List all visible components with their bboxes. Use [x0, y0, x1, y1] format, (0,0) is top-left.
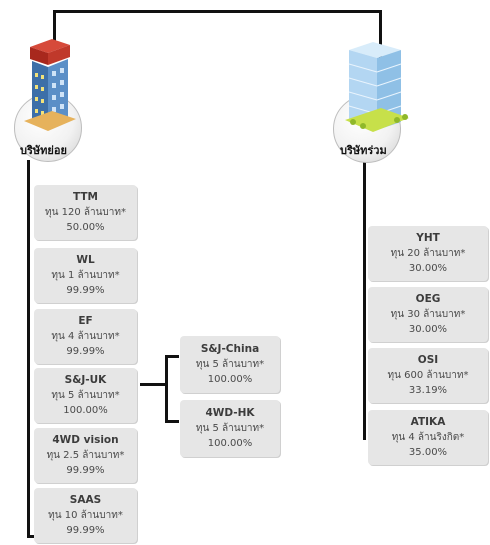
- top-connector: [53, 10, 382, 13]
- company-capital: ทุน 120 ล้านบาท*: [44, 207, 126, 218]
- subsidiary-trunk: [27, 160, 30, 538]
- company-share: 30.00%: [408, 324, 448, 335]
- office-building-icon: [24, 39, 76, 131]
- company-name: TTM: [72, 191, 98, 203]
- company-name: WL: [76, 254, 95, 266]
- associate-box-oeg: OEG ทุน 30 ล้านบาท* 30.00%: [368, 287, 488, 342]
- subsidiary-box-4wd-vision: 4WD vision ทุน 2.5 ล้านบาท* 99.99%: [34, 428, 137, 483]
- company-share: 99.99%: [66, 465, 105, 476]
- company-share: 99.99%: [66, 525, 105, 536]
- subsidiary-box-saas: SAAS ทุน 10 ล้านบาท* 99.99%: [34, 488, 137, 543]
- company-name: 4WD-HK: [205, 407, 255, 419]
- associate-label: บริษัทร่วม: [340, 144, 387, 157]
- company-capital: ทุน 5 ล้านบาท*: [195, 359, 265, 370]
- company-name: YHT: [416, 232, 440, 244]
- company-share: 35.00%: [408, 447, 448, 458]
- company-name: SAAS: [69, 494, 102, 506]
- company-name: EF: [78, 315, 93, 327]
- company-name: S&J-China: [200, 343, 260, 355]
- company-capital: ทุน 1 ล้านบาท*: [51, 270, 120, 281]
- associate-trunk: [363, 160, 366, 440]
- subsidiary-box-sj-china: S&J-China ทุน 5 ล้านบาท* 100.00%: [180, 336, 280, 393]
- company-name: OEG: [415, 293, 441, 305]
- subsidiary-box-4wd-hk: 4WD-HK ทุน 5 ล้านบาท* 100.00%: [180, 400, 280, 457]
- company-share: 50.00%: [66, 222, 105, 233]
- company-capital: ทุน 30 ล้านบาท*: [390, 309, 466, 320]
- company-name: ATIKA: [410, 416, 446, 428]
- subsidiary-box-ttm: TTM ทุน 120 ล้านบาท* 50.00%: [34, 185, 137, 240]
- sj-uk-branch: [140, 383, 168, 386]
- associate-box-osi: OSI ทุน 600 ล้านบาท* 33.19%: [368, 348, 488, 403]
- associate-box-atika: ATIKA ทุน 4 ล้านริงกิต* 35.00%: [368, 410, 488, 465]
- company-share: 30.00%: [408, 263, 448, 274]
- company-capital: ทุน 600 ล้านบาท*: [387, 370, 469, 381]
- sub-branch-vertical: [165, 355, 168, 423]
- company-capital: ทุน 5 ล้านบาท*: [195, 423, 265, 434]
- company-share: 33.19%: [408, 385, 448, 396]
- company-share: 100.00%: [207, 374, 253, 385]
- right-drop-connector: [379, 10, 382, 60]
- sub-branch-bottom: [165, 420, 179, 423]
- glass-building-icon: [345, 42, 409, 132]
- subsidiary-trunk-foot: [27, 535, 38, 538]
- company-capital: ทุน 4 ล้านบาท*: [51, 331, 120, 342]
- company-capital: ทุน 10 ล้านบาท*: [48, 510, 123, 521]
- company-capital: ทุน 20 ล้านบาท*: [390, 248, 466, 259]
- left-drop-connector: [53, 10, 56, 45]
- subsidiary-box-wl: WL ทุน 1 ล้านบาท* 99.99%: [34, 248, 137, 303]
- company-capital: ทุน 5 ล้านบาท*: [51, 390, 120, 401]
- associate-box-yht: YHT ทุน 20 ล้านบาท* 30.00%: [368, 226, 488, 281]
- company-share: 100.00%: [63, 405, 108, 416]
- sub-branch-top: [165, 355, 179, 358]
- company-name: OSI: [417, 354, 439, 366]
- company-name: 4WD vision: [52, 434, 119, 446]
- company-share: 99.99%: [66, 346, 105, 357]
- company-capital: ทุน 2.5 ล้านบาท*: [46, 450, 125, 461]
- subsidiary-label: บริษัทย่อย: [20, 144, 67, 157]
- company-share: 99.99%: [66, 285, 105, 296]
- company-name: S&J-UK: [64, 374, 107, 386]
- company-capital: ทุน 4 ล้านริงกิต*: [391, 432, 465, 443]
- company-share: 100.00%: [207, 438, 253, 449]
- subsidiary-box-ef: EF ทุน 4 ล้านบาท* 99.99%: [34, 309, 137, 364]
- subsidiary-box-sj-uk: S&J-UK ทุน 5 ล้านบาท* 100.00%: [34, 368, 137, 423]
